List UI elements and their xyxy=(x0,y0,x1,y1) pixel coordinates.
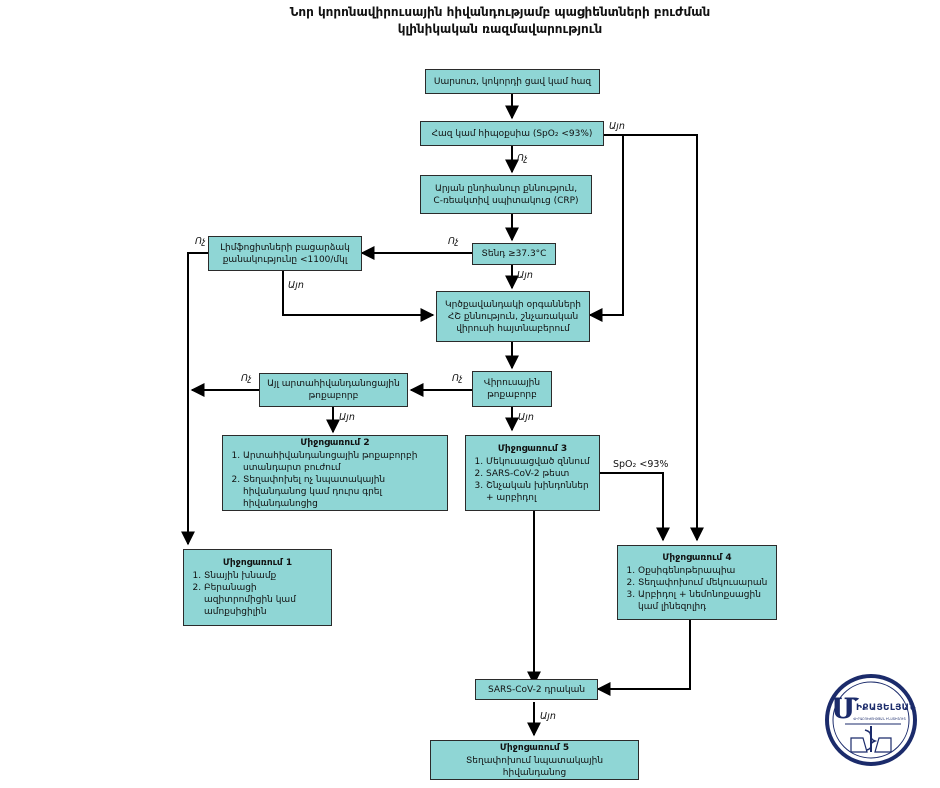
title-line-2: կլինիկական ռազմավարություն xyxy=(397,22,603,36)
intervention-5-title: Միջոցառում 5 xyxy=(499,742,570,753)
node-viral-line1: Վիրուսային xyxy=(483,378,541,388)
edge-hypoxia-i4 xyxy=(604,134,704,542)
intervention-1-item: Բերանացի ազիտրոմիցին կամ ամոքսիցիլին xyxy=(204,582,325,618)
intervention-2-item: Արտահիվանդանոցային թոքաբորբի ստանդարտ բո… xyxy=(243,450,441,474)
intervention-3-list: Մեկուսացված զննում SARS-CoV-2 թեստ Շնչակ… xyxy=(472,456,593,504)
edge-label-no: Ոչ xyxy=(452,373,463,384)
intervention-3-item: Մեկուսացված զննում xyxy=(486,456,593,468)
node-other-pneumonia: Այլ արտահիվանդանոցային թոքաբորբ xyxy=(259,373,408,407)
edge-label-yes: Այո xyxy=(518,412,534,423)
intervention-2-list: Արտահիվանդանոցային թոքաբորբի ստանդարտ բո… xyxy=(229,450,441,510)
intervention-5-text: Տեղափոխում նպատակային հիվանդանոց xyxy=(465,755,604,778)
node-blood-test: Արյան ընդհանուր քննություն, C-ռեակտիվ սպ… xyxy=(420,175,592,214)
svg-text:Մ: Մ xyxy=(831,692,860,725)
edge-lymph-i1 xyxy=(181,252,208,546)
svg-text:ՎԻՐԱԲՈՒԺՈՒԹՅԱՆ ԻՆՍՏԻՏՈՒՏ: ՎԻՐԱԲՈՒԺՈՒԹՅԱՆ ԻՆՍՏԻՏՈՒՏ xyxy=(853,717,907,721)
edge-label-yes: Այո xyxy=(609,121,625,132)
node-hypoxia: Հազ կամ հիպօքսիա (SpO₂ <93%) xyxy=(420,121,604,146)
node-hypoxia-text: Հազ կամ հիպօքսիա (SpO₂ <93%) xyxy=(431,128,593,139)
edge-lymph-ct xyxy=(282,271,435,322)
node-viral-line2: թոքաբորբ xyxy=(487,390,537,400)
edge-label-yes: Այո xyxy=(540,711,556,722)
node-intervention-3: Միջոցառում 3 Մեկուսացված զննում SARS-CoV… xyxy=(465,435,600,511)
intervention-4-item: Տեղափոխում մեկուսարան xyxy=(638,577,770,589)
edge-label-yes: Այո xyxy=(288,280,304,291)
edge-hypoxia-ct xyxy=(588,134,624,322)
edge-i4-sars xyxy=(596,620,691,696)
node-lymphocytes: Լիմֆոցիտների բացարձակ քանակությունը <110… xyxy=(208,236,362,271)
node-blood-line1: Արյան ընդհանուր քննություն, xyxy=(434,183,578,194)
node-ct-scan: Կրծքավանդակի օրգանների ՀՇ քննություն, շն… xyxy=(436,291,590,342)
node-start: Սարսուռ, կոկորդի ցավ կամ հազ xyxy=(425,69,600,94)
edge-label-yes: Այո xyxy=(517,270,533,281)
diagram-title: Նոր կորոնավիրուսային հիվանդությամբ պացիե… xyxy=(250,4,750,38)
intervention-3-item: SARS-CoV-2 թեստ xyxy=(486,468,593,480)
node-intervention-1: Միջոցառում 1 Տնային խնամք Բերանացի ազիտր… xyxy=(183,549,332,626)
intervention-3-title: Միջոցառում 3 xyxy=(497,443,568,454)
edge-label-spo2: SpO₂ <93% xyxy=(613,459,669,470)
node-sars-positive: SARS-CoV-2 դրական xyxy=(475,679,598,700)
svg-text:ԻՔԱՅԵԼՅԱՆ: ԻՔԱՅԵԼՅԱՆ xyxy=(856,703,916,713)
title-line-1: Նոր կորոնավիրուսային հիվանդությամբ պացիե… xyxy=(289,5,711,19)
node-blood-line2: C-ռեակտիվ սպիտակուց (CRP) xyxy=(433,195,579,206)
node-intervention-4: Միջոցառում 4 Օքսիգենոթերապիա Տեղափոխում … xyxy=(617,545,777,620)
node-ct-line1: Կրծքավանդակի օրգանների xyxy=(445,299,581,310)
intervention-3-item: Շնչական խինդոններ + արբիդոլ xyxy=(486,480,593,504)
intervention-4-title: Միջոցառում 4 xyxy=(662,553,732,563)
intervention-1-item: Տնային խնամք xyxy=(204,570,325,582)
node-lymph-line1: Լիմֆոցիտների բացարձակ xyxy=(220,242,350,253)
intervention-1-list: Տնային խնամք Բերանացի ազիտրոմիցին կամ ամ… xyxy=(190,570,325,618)
edge-i3-i4 xyxy=(600,472,670,542)
node-fever: Տենդ ≥37.3°C xyxy=(472,243,556,265)
intervention-2-item: Տեղափոխել ոչ նպատակային հիվանդանոց կամ դ… xyxy=(243,474,441,510)
edge-label-no: Ոչ xyxy=(195,236,206,247)
intervention-4-list: Օքսիգենոթերապիա Տեղափոխում մեկուսարան Ար… xyxy=(624,565,770,613)
intervention-4-item: Օքսիգենոթերապիա xyxy=(638,565,770,577)
node-sars-text: SARS-CoV-2 դրական xyxy=(487,684,586,695)
node-lymph-line2: քանակությունը <1100/մկլ xyxy=(222,254,348,265)
intervention-2-title: Միջոցառում 2 xyxy=(300,437,370,448)
node-nonviral-line2: թոքաբորբ xyxy=(308,391,359,401)
intervention-1-title: Միջոցառում 1 xyxy=(222,558,293,568)
node-viral-pneumonia: Վիրուսային թոքաբորբ xyxy=(472,371,552,407)
edge-label-yes: Այո xyxy=(339,412,355,423)
node-ct-line2: ՀՇ քննություն, շնչառական xyxy=(447,311,579,322)
node-nonviral-line1: Այլ արտահիվանդանոցային xyxy=(267,379,400,389)
edge-label-no: Ոչ xyxy=(241,373,252,384)
node-intervention-5: Միջոցառում 5 Տեղափոխում նպատակային հիվան… xyxy=(430,740,639,780)
edge-label-no: Ոչ xyxy=(448,236,459,247)
intervention-4-item: Արբիդոլ + նեմոնոքսացին կամ լինեզոլիդ xyxy=(638,589,770,613)
node-fever-text: Տենդ ≥37.3°C xyxy=(481,249,547,259)
node-intervention-2: Միջոցառում 2 Արտահիվանդանոցային թոքաբորբ… xyxy=(222,435,448,511)
node-start-text: Սարսուռ, կոկորդի ցավ կամ հազ xyxy=(433,76,592,87)
institute-logo: Մ ԻՔԱՅԵԼՅԱՆ ՎԻՐԱԲՈՒԺՈՒԹՅԱՆ ԻՆՍՏԻՏՈՒՏ xyxy=(825,674,917,766)
node-ct-line3: վիրուսի հայտնաբերում xyxy=(456,323,570,334)
edge-label-no: Ոչ xyxy=(517,153,528,164)
